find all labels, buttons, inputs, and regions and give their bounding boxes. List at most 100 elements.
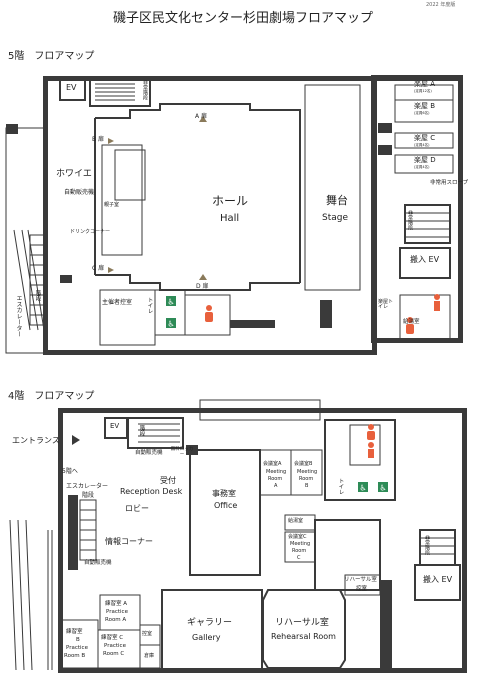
- floor5-door-a: A 扉: [195, 113, 208, 120]
- practice-c-en1: Practice: [104, 643, 126, 649]
- lobby-label: ロビー: [125, 504, 149, 513]
- floor5-ev-label: EV: [66, 83, 77, 92]
- foyer-label: ホワイエ: [56, 169, 92, 179]
- male-toilet-icon: [406, 294, 440, 334]
- floor5-door-d: D 扉: [196, 283, 209, 290]
- gallery-jp-label: ギャラリー: [187, 618, 233, 628]
- meeting-a-en2: Room: [268, 476, 283, 482]
- door-b-marker: [108, 138, 114, 144]
- hikae-label: 控室: [142, 631, 153, 637]
- floor5-escalator-area: [5, 127, 47, 354]
- meeting-a-jp: 会議室A: [263, 461, 282, 467]
- floor5-hall-bottom-wall: [95, 274, 300, 291]
- practice-b-jp: 練習室: [66, 629, 83, 635]
- floor5-door-c: C 扉: [92, 265, 105, 272]
- gakuya-toilet-label: 楽屋トイレ: [378, 299, 394, 310]
- floor4-emergency-stairs-label: 非常階段: [424, 535, 430, 555]
- meeting-b-letter: B: [305, 483, 309, 489]
- floor4-toilet-block: [324, 419, 396, 501]
- meeting-c-en2: Room: [292, 548, 307, 554]
- floor4-ev-label: EV: [110, 422, 120, 430]
- office-en-label: Office: [214, 501, 238, 510]
- floor5-plan: [5, 75, 463, 355]
- gakuya-a-label: 楽屋 A: [414, 80, 436, 88]
- floor4-stairs-label: 階段: [138, 425, 145, 436]
- rehearsal-ctrl-label1: リハーサル室: [344, 577, 377, 583]
- storage-label: 倉庫: [144, 653, 155, 659]
- floor4-escalator: [9, 519, 53, 671]
- emergency-slope-label: 非常用スロープ: [430, 180, 469, 186]
- floor5-emergency-stairs: [89, 77, 151, 107]
- page-title: 磯子区民文化センター杉田劇場フロアマップ: [113, 11, 374, 26]
- gakuya-d-cap: (定員4名): [414, 165, 430, 169]
- rehearsal-en-label: Rehearsal Room: [271, 632, 336, 641]
- floor4-accessible-toilet-icon: ♿ ♿: [358, 482, 388, 493]
- to-5f-label: 5階へ: [62, 468, 78, 475]
- door-d-marker: [199, 274, 207, 280]
- gakuya-b-label: 楽屋 B: [414, 102, 436, 110]
- stage-en-label: Stage: [322, 213, 349, 223]
- floor4-freight-ev-label: 搬入 EV: [423, 575, 453, 584]
- svg-text:♿: ♿: [167, 320, 174, 329]
- gakuya-d-label: 楽屋 D: [414, 156, 436, 164]
- floor5-toilet-label: トイレ: [146, 297, 153, 314]
- rehearsal-ctrl-label2: 控室: [356, 586, 368, 592]
- floor5-ev-box: [59, 77, 86, 101]
- accessible-toilet-icon: ♿ ♿: [166, 296, 176, 329]
- year-note: 2022 年度版: [426, 2, 456, 8]
- practice-b-en1: Practice: [66, 645, 88, 651]
- floor4-vending-top-label: 自動販売機: [135, 450, 163, 456]
- meeting-a-en1: Meeting: [266, 469, 287, 475]
- drink-corner-label: ドリンクコーナー: [70, 229, 111, 235]
- floor4-stairs-core-label: 階段: [82, 492, 95, 499]
- floor4-gallery: [161, 589, 263, 671]
- floor4-female-toilet-icon: [367, 424, 375, 440]
- meeting-b-jp: 会議室B: [294, 461, 313, 467]
- svg-text:♿: ♿: [167, 298, 174, 307]
- practice-a-en2: Room A: [105, 617, 127, 623]
- meeting-b-en1: Meeting: [297, 469, 318, 475]
- floor4-vending-left-label: 自動販売機: [84, 560, 112, 566]
- practice-c-en2: Room C: [103, 651, 125, 657]
- floor4-office: [189, 449, 261, 576]
- floor4-heading: 4階 フロアマップ: [8, 391, 95, 402]
- floor5-right-stairs-label: 非常階段: [407, 210, 413, 230]
- floor4-freight-ev-box: [414, 564, 461, 601]
- meeting-a-letter: A: [274, 483, 278, 489]
- floor4-kyuto-label: 給湯室: [288, 518, 304, 524]
- organizer-room-label: 主催者控室: [102, 299, 133, 306]
- hall-jp-label: ホール: [212, 194, 249, 208]
- info-corner-label: 情報コーナー: [105, 537, 153, 546]
- floor5-freight-ev-label: 搬入 EV: [410, 255, 440, 264]
- door-a-marker: [199, 116, 207, 122]
- floor5-dressing-rooms: [378, 84, 454, 174]
- floor4-rehearsal-room: [262, 589, 346, 669]
- floor5-door-b: B 扉: [92, 136, 105, 143]
- entrance-arrow-icon: [72, 435, 80, 445]
- stage-jp-label: 舞台: [326, 194, 348, 207]
- floor4-top-stairs: [127, 417, 184, 449]
- meeting-c-jp: 会議室C: [288, 534, 307, 540]
- floor5-vending-label: 自動販売機: [64, 189, 95, 196]
- floor5-left-stairs: [29, 234, 45, 326]
- reception-en-label: Reception Desk: [120, 487, 183, 496]
- svg-text:♿: ♿: [359, 484, 366, 493]
- meeting-c-en1: Meeting: [290, 541, 311, 547]
- gakuya-b-cap: (定員6名): [414, 111, 430, 115]
- gallery-en-label: Gallery: [192, 633, 221, 642]
- practice-a-en1: Practice: [106, 609, 128, 615]
- floor4-practice-b: [61, 619, 99, 669]
- office-jp-label: 事務室: [212, 489, 236, 498]
- family-room-label: 親子室: [104, 202, 120, 208]
- free-locker-label: 無料ロッカー: [170, 447, 194, 457]
- practice-b-en2: Room B: [64, 653, 86, 659]
- svg-text:♿: ♿: [379, 484, 386, 493]
- reception-jp-label: 受付: [160, 476, 176, 485]
- female-toilet-icon: [205, 305, 213, 322]
- floor4-male-toilet-icon: [368, 442, 374, 458]
- rehearsal-jp-label: リハーサル室: [275, 618, 329, 628]
- gakuya-a-cap: (定員12名): [414, 89, 432, 93]
- floor5-right-stairs: [404, 204, 451, 244]
- floor5-heading: 5階 フロアマップ: [8, 51, 95, 62]
- floor5-freight-ev-box: [399, 247, 451, 279]
